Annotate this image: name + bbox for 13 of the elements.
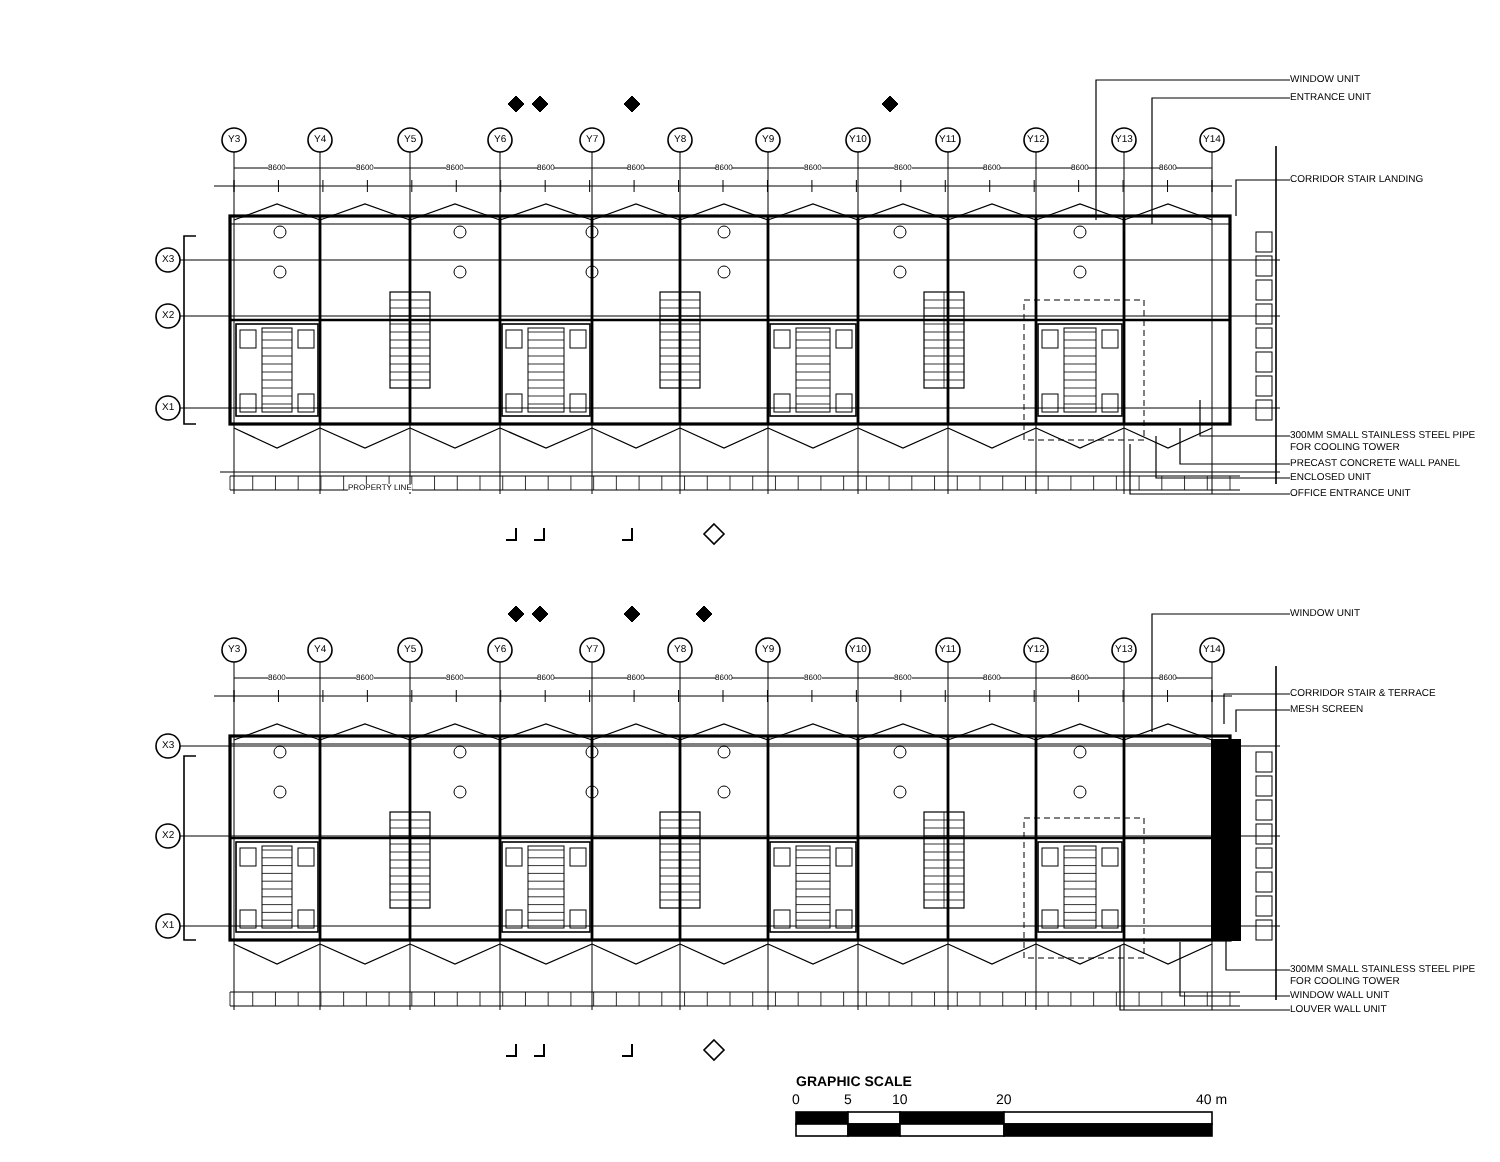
leader-line <box>1155 435 1291 479</box>
leader-line <box>1225 939 1291 971</box>
leader-line <box>1129 443 1291 495</box>
leader-line <box>1095 79 1291 221</box>
leader-line <box>1235 179 1291 217</box>
leader-line <box>1151 97 1291 225</box>
leader-line <box>1235 709 1291 733</box>
leader-line <box>1223 693 1291 725</box>
leader-line <box>1179 941 1291 997</box>
leader-line <box>1119 945 1291 1011</box>
leader-line <box>1151 613 1291 733</box>
leader-line <box>1199 399 1291 437</box>
leader-line <box>1179 427 1291 465</box>
